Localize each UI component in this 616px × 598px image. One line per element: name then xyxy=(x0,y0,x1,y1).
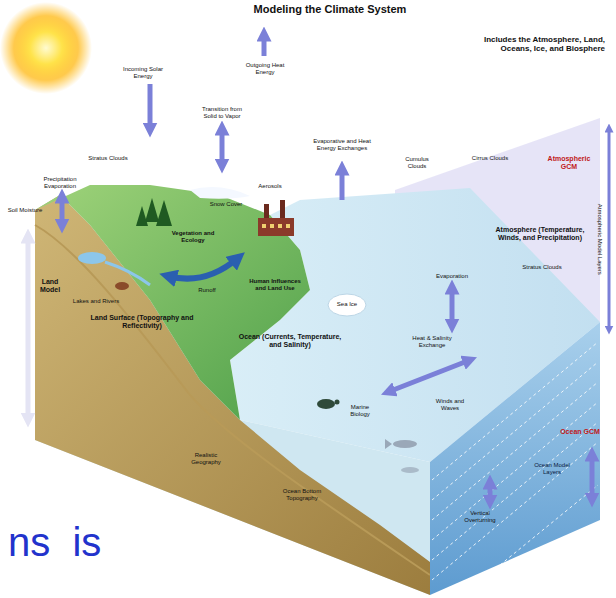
sea-ice xyxy=(328,294,366,316)
axis-label: Atmospheric Model Layers xyxy=(597,189,604,289)
diagram-label: Lakes and Rivers xyxy=(72,298,120,305)
ocean-front-face xyxy=(430,322,600,595)
diagram-label: Atmosphere (Temperature, Winds, and Prec… xyxy=(492,226,588,241)
diagram-label: Vegetation and Ecology xyxy=(168,230,218,243)
diagram-label: Ocean (Currents, Temperature, and Salini… xyxy=(238,333,342,348)
diagram-label: Outgoing Heat Energy xyxy=(238,62,292,75)
diagram-label: Ocean Bottom Topography xyxy=(280,488,324,501)
diagram-label: Soil Moisture xyxy=(6,207,44,214)
model-layers-arrow xyxy=(608,128,611,330)
diagram-label: Sea Ice xyxy=(333,301,361,308)
diagram-label: Land Surface (Topography and Reflectivit… xyxy=(90,314,194,329)
diagram-label: Aerosols xyxy=(250,183,290,190)
diagram-label: Atmospheric GCM xyxy=(545,155,593,170)
diagram-label: Incoming Solar Energy xyxy=(118,66,168,79)
diagram-label: Marine Biology xyxy=(342,404,378,417)
diagram-label: Heat & Salinity Exchange xyxy=(404,335,460,348)
diagram-label: Ocean Model Layers xyxy=(528,462,576,475)
trees xyxy=(136,198,172,226)
diagram-label: Human Influences and Land Use xyxy=(246,278,304,291)
diagram-label: Runoff xyxy=(192,287,222,294)
lake xyxy=(78,252,106,264)
diagram-label: Land Model xyxy=(36,278,64,293)
factory xyxy=(258,200,294,236)
diagram-label: Winds and Waves xyxy=(430,398,470,411)
diagram-label: Evaporative and Heat Energy Exchanges xyxy=(312,138,372,151)
land-surface xyxy=(35,185,310,420)
diagram-label: Ocean GCM xyxy=(560,428,600,436)
runoff-arrow xyxy=(168,258,238,279)
diagram-label: Cumulus Clouds xyxy=(398,156,436,169)
sun xyxy=(0,2,92,94)
diagram-label: Transition from Solid to Vapor xyxy=(195,106,249,119)
flux-arrows xyxy=(62,34,592,502)
river xyxy=(105,262,150,285)
diagram-label: Cirrus Clouds xyxy=(468,155,512,162)
diagram-title: Modeling the Climate System xyxy=(0,3,616,15)
diagram-label: Snow Cover xyxy=(204,201,248,208)
slide-text: ns is xyxy=(8,520,228,564)
animal xyxy=(115,282,129,290)
fish xyxy=(385,439,419,473)
diagram-label: Vertical Overturning xyxy=(456,510,504,523)
land-model-arrow xyxy=(26,236,31,420)
diagram-label: Stratus Clouds xyxy=(518,264,566,271)
diagram-label: Realistic Geography xyxy=(184,452,228,465)
snow-patch xyxy=(190,187,250,199)
diagram-label: Evaporation xyxy=(428,273,476,280)
diagram-label: Stratus Clouds xyxy=(86,155,130,162)
diagram-label: Precipitation Evaporation xyxy=(34,176,86,189)
turtle xyxy=(317,399,340,409)
ocean-model-layers xyxy=(432,342,598,580)
diagram-label: Includes the Atmosphere, Land, Oceans, I… xyxy=(455,36,605,54)
